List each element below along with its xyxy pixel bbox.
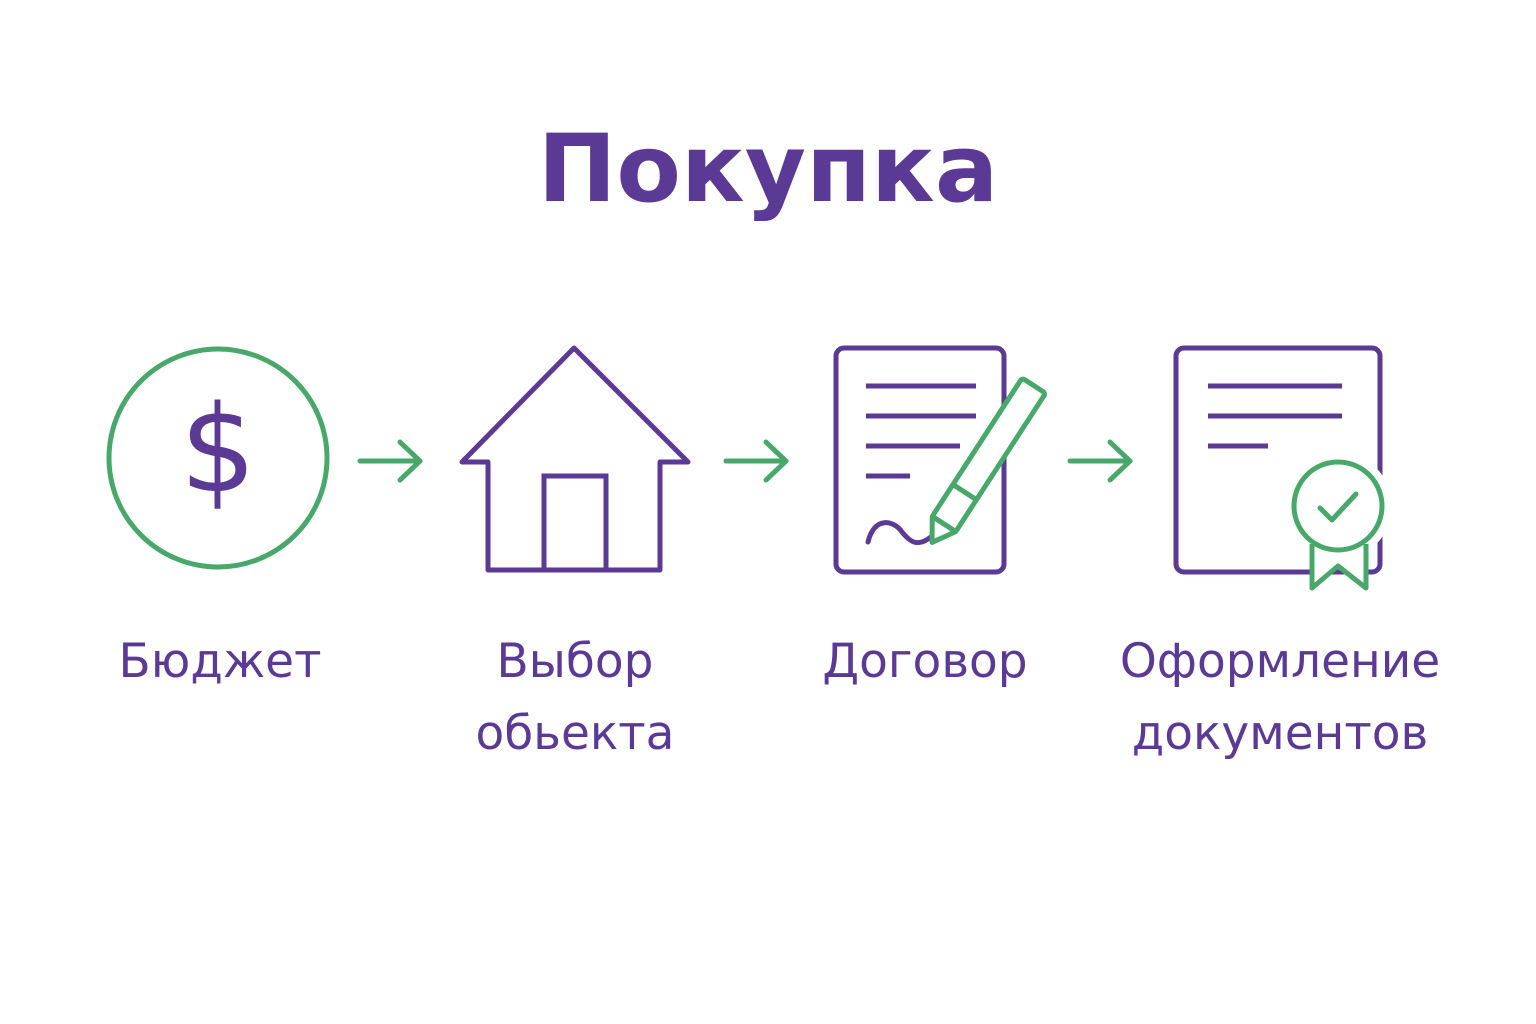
- house-icon: [452, 340, 697, 580]
- step-label-object-choice: Выбор обьекта: [475, 634, 675, 761]
- arrow-right-icon: [356, 436, 426, 486]
- step-label-contract: Договор: [822, 634, 1028, 689]
- diagram-title: Покупка: [537, 115, 999, 224]
- contract-signing-icon: [832, 344, 1062, 579]
- svg-text:$: $: [180, 381, 256, 520]
- arrow-right-icon: [1066, 436, 1136, 486]
- step-label-budget: Бюджет: [118, 634, 322, 689]
- certified-document-icon: [1172, 344, 1392, 594]
- dollar-coin-icon: $: [105, 343, 335, 573]
- arrow-right-icon: [722, 436, 792, 486]
- step-label-documents: Оформление документов: [1119, 634, 1441, 761]
